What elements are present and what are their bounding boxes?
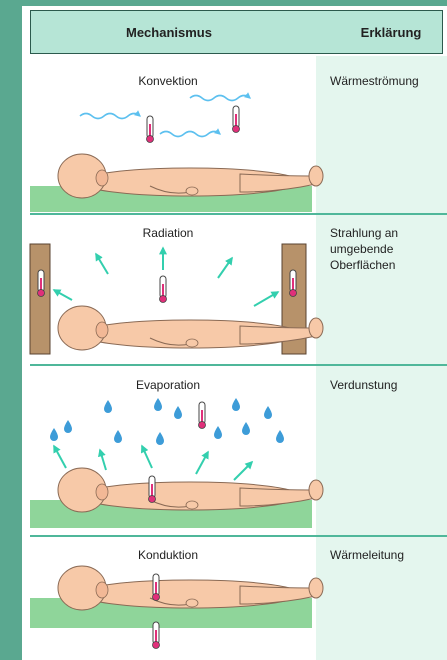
evaporation-arrow	[100, 450, 106, 470]
water-drops	[50, 398, 284, 445]
thermometer-icon	[233, 106, 240, 133]
thermometer-icon	[38, 270, 45, 297]
thermometer-icon	[199, 402, 206, 429]
air-flow-arrow	[80, 114, 140, 119]
convection-scene	[30, 96, 323, 213]
evaporation-arrow	[196, 452, 208, 474]
thermometer-icon	[147, 116, 154, 143]
air-flow-arrow	[160, 132, 220, 137]
conduction-scene	[30, 566, 323, 649]
thermometer-icon	[153, 622, 160, 649]
evaporation-scene	[30, 398, 323, 528]
evaporation-arrow	[234, 462, 252, 480]
left-wall	[30, 244, 50, 354]
evaporation-arrow	[54, 446, 66, 468]
radiation-arrow	[96, 254, 108, 274]
thermometer-icon	[149, 476, 156, 503]
thermometer-icon	[290, 270, 297, 297]
air-flow-arrow	[190, 96, 250, 101]
evaporation-arrow	[142, 446, 152, 468]
radiation-scene	[30, 244, 323, 354]
radiation-arrow	[254, 292, 278, 306]
thermometer-icon	[153, 574, 160, 601]
thermometer-icon	[160, 276, 167, 303]
radiation-arrow	[54, 290, 72, 300]
radiation-arrow	[218, 258, 232, 278]
